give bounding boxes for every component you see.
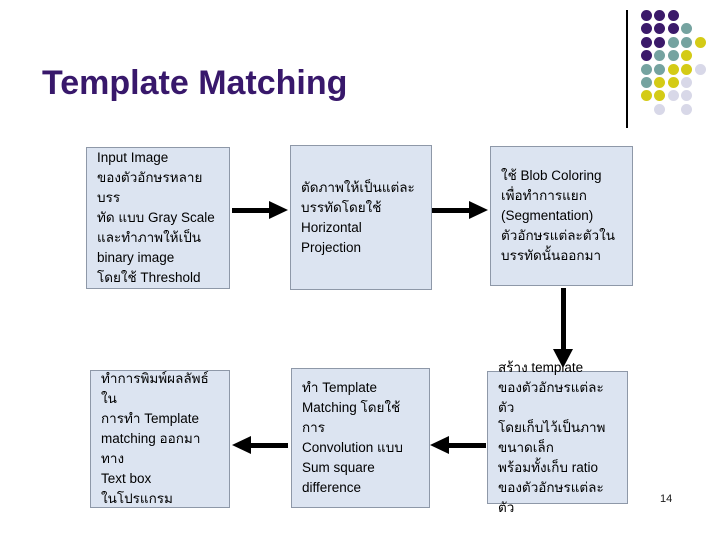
arrow-shaft (560, 288, 566, 350)
deco-dot (667, 23, 679, 35)
deco-dot (654, 63, 666, 75)
arrow-head-left-icon (430, 436, 449, 454)
arrow-box4-to-box5 (430, 436, 486, 454)
deco-dot (681, 63, 693, 75)
arrow-box5-to-box6 (232, 436, 288, 454)
deco-dot (667, 63, 679, 75)
arrow-box1-to-box2 (232, 201, 288, 219)
deco-dot (654, 36, 666, 48)
deco-dot (667, 10, 679, 21)
deco-dot (681, 77, 693, 88)
deco-dot (641, 23, 652, 35)
arrow-shaft (432, 207, 470, 213)
deco-dot (694, 36, 706, 48)
flowchart-box-input-image: Input Image ของตัวอักษรหลายบรร ทัด แบบ G… (86, 147, 230, 289)
deco-dot (654, 90, 666, 102)
deco-dot (694, 63, 706, 75)
decorative-vertical-line (626, 10, 628, 128)
deco-dot (654, 50, 666, 62)
deco-dot (681, 36, 693, 48)
deco-dot (667, 36, 679, 48)
flowchart-box-blob-coloring: ใช้ Blob Coloring เพื่อทำการแยก (Segment… (490, 146, 633, 286)
arrow-shaft (232, 207, 270, 213)
deco-dot (654, 103, 666, 115)
deco-dot (654, 77, 666, 88)
deco-dot (681, 90, 693, 102)
deco-dot (641, 63, 652, 75)
deco-dot (667, 50, 679, 62)
flowchart-box-horizontal-projection: ตัดภาพให้เป็นแต่ละ บรรทัดโดยใช้ Horizont… (290, 145, 432, 290)
deco-dot (681, 103, 693, 115)
deco-dot (681, 50, 693, 62)
deco-dot (641, 77, 652, 88)
arrow-shaft (448, 442, 486, 448)
flowchart-box-create-template: สร้าง template ของตัวอักษรแต่ละตัว โดยเก… (487, 360, 628, 515)
deco-dot (641, 36, 652, 48)
deco-dot (654, 10, 666, 21)
deco-dot (641, 90, 652, 102)
flowchart-box-template-matching: ทำ Template Matching โดยใช้การ Convoluti… (291, 368, 430, 508)
arrow-head-left-icon (232, 436, 251, 454)
arrow-box3-to-box4 (553, 288, 573, 368)
arrow-head-down-icon (553, 349, 573, 368)
deco-dot (641, 50, 652, 62)
deco-dot (654, 23, 666, 35)
deco-dot (667, 77, 679, 88)
deco-dot (667, 90, 679, 102)
deco-dot (681, 23, 693, 35)
slide-title: Template Matching (42, 64, 348, 102)
deco-dot (641, 10, 652, 21)
arrow-box2-to-box3 (432, 201, 488, 219)
flowchart-box-print-result: ทำการพิมพ์ผลลัพธ์ใน การทำ Template match… (90, 370, 230, 508)
arrow-shaft (250, 442, 288, 448)
page-number: 14 (660, 493, 673, 505)
arrow-head-right-icon (269, 201, 288, 219)
arrow-head-right-icon (469, 201, 488, 219)
